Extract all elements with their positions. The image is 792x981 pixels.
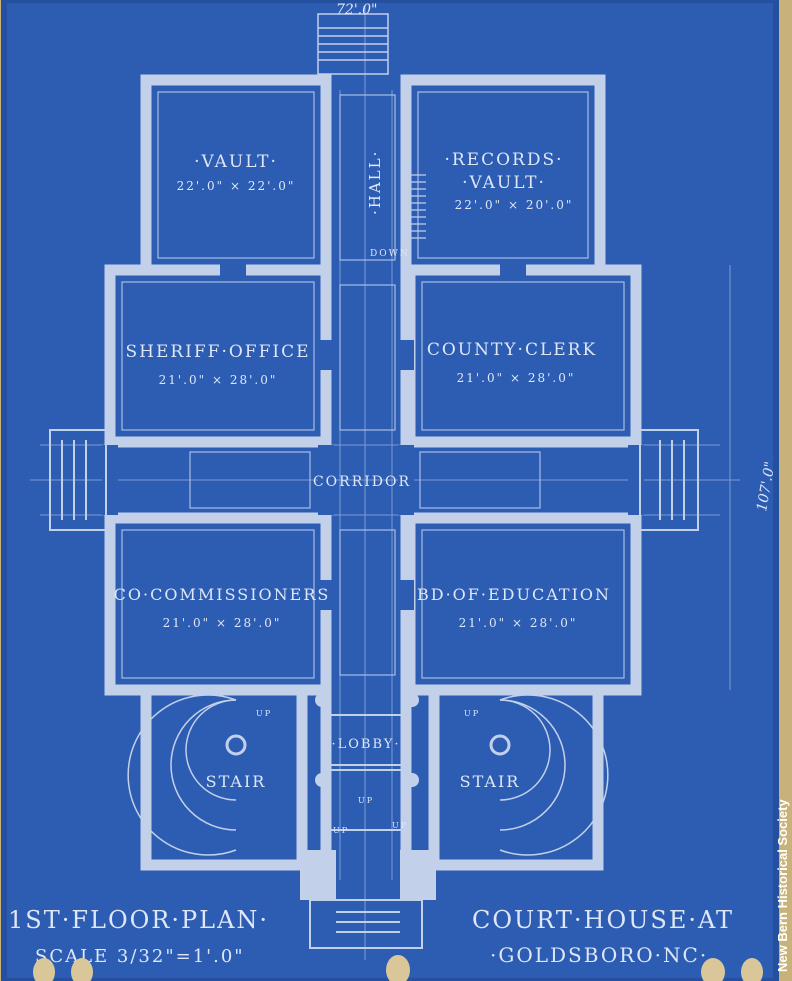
project-title: COURT·HOUSE·AT — [472, 906, 734, 934]
up-label: UP — [256, 709, 272, 718]
vault-size: 22'.0" × 22'.0" — [177, 179, 296, 193]
watermark: New Bern Historical Society — [775, 799, 790, 972]
records-label-2: ·VAULT· — [462, 173, 546, 193]
up-label: UP — [333, 826, 349, 835]
rear-steps — [317, 13, 389, 75]
construction-lines — [30, 5, 740, 960]
blueprint-sheet — [4, 0, 776, 981]
vault-label: ·VAULT· — [194, 152, 278, 172]
clerk-size: 21'.0" × 28'.0" — [457, 371, 576, 385]
binder-holes — [33, 955, 763, 981]
width-dimension: 72'.0" — [336, 2, 377, 18]
down-label: DOWN — [370, 249, 410, 259]
basement-stair — [404, 174, 426, 239]
stair-right-walls — [428, 684, 604, 871]
up-label: UP — [464, 709, 480, 718]
commissioners-size: 21'.0" × 28'.0" — [163, 616, 282, 630]
commissioners-label: CO·COMMISSIONERS — [114, 585, 331, 604]
plan-title: 1ST·FLOOR·PLAN· — [8, 906, 269, 934]
side-porches — [49, 429, 699, 531]
education-size: 21'.0" × 28'.0" — [459, 616, 578, 630]
up-label: UP — [392, 821, 408, 830]
corridor-label: CORRIDOR — [313, 474, 411, 490]
clerk-label: COUNTY·CLERK — [427, 340, 597, 360]
inner-lines — [121, 91, 625, 679]
up-label: UP — [358, 796, 374, 805]
records-size: 22'.0" × 20'.0" — [455, 198, 574, 212]
stair-right-label: STAIR — [460, 772, 521, 791]
curved-stairs — [127, 694, 609, 856]
sheriff-label: SHERIFF·OFFICE — [125, 342, 310, 362]
front-entrance — [300, 693, 436, 949]
stair-left-label: STAIR — [206, 772, 267, 791]
education-label: BD·OF·EDUCATION — [417, 585, 611, 604]
project-location: ·GOLDSBORO·NC· — [490, 943, 708, 967]
sheriff-size: 21'.0" × 28'.0" — [159, 373, 278, 387]
records-label-1: ·RECORDS· — [444, 150, 563, 170]
stair-left-walls — [140, 684, 308, 871]
lobby-label: ·LOBBY· — [331, 737, 400, 752]
plan-scale: SCALE 3/32"=1'.0" — [35, 946, 245, 967]
hall-label: ·HALL· — [366, 150, 384, 215]
